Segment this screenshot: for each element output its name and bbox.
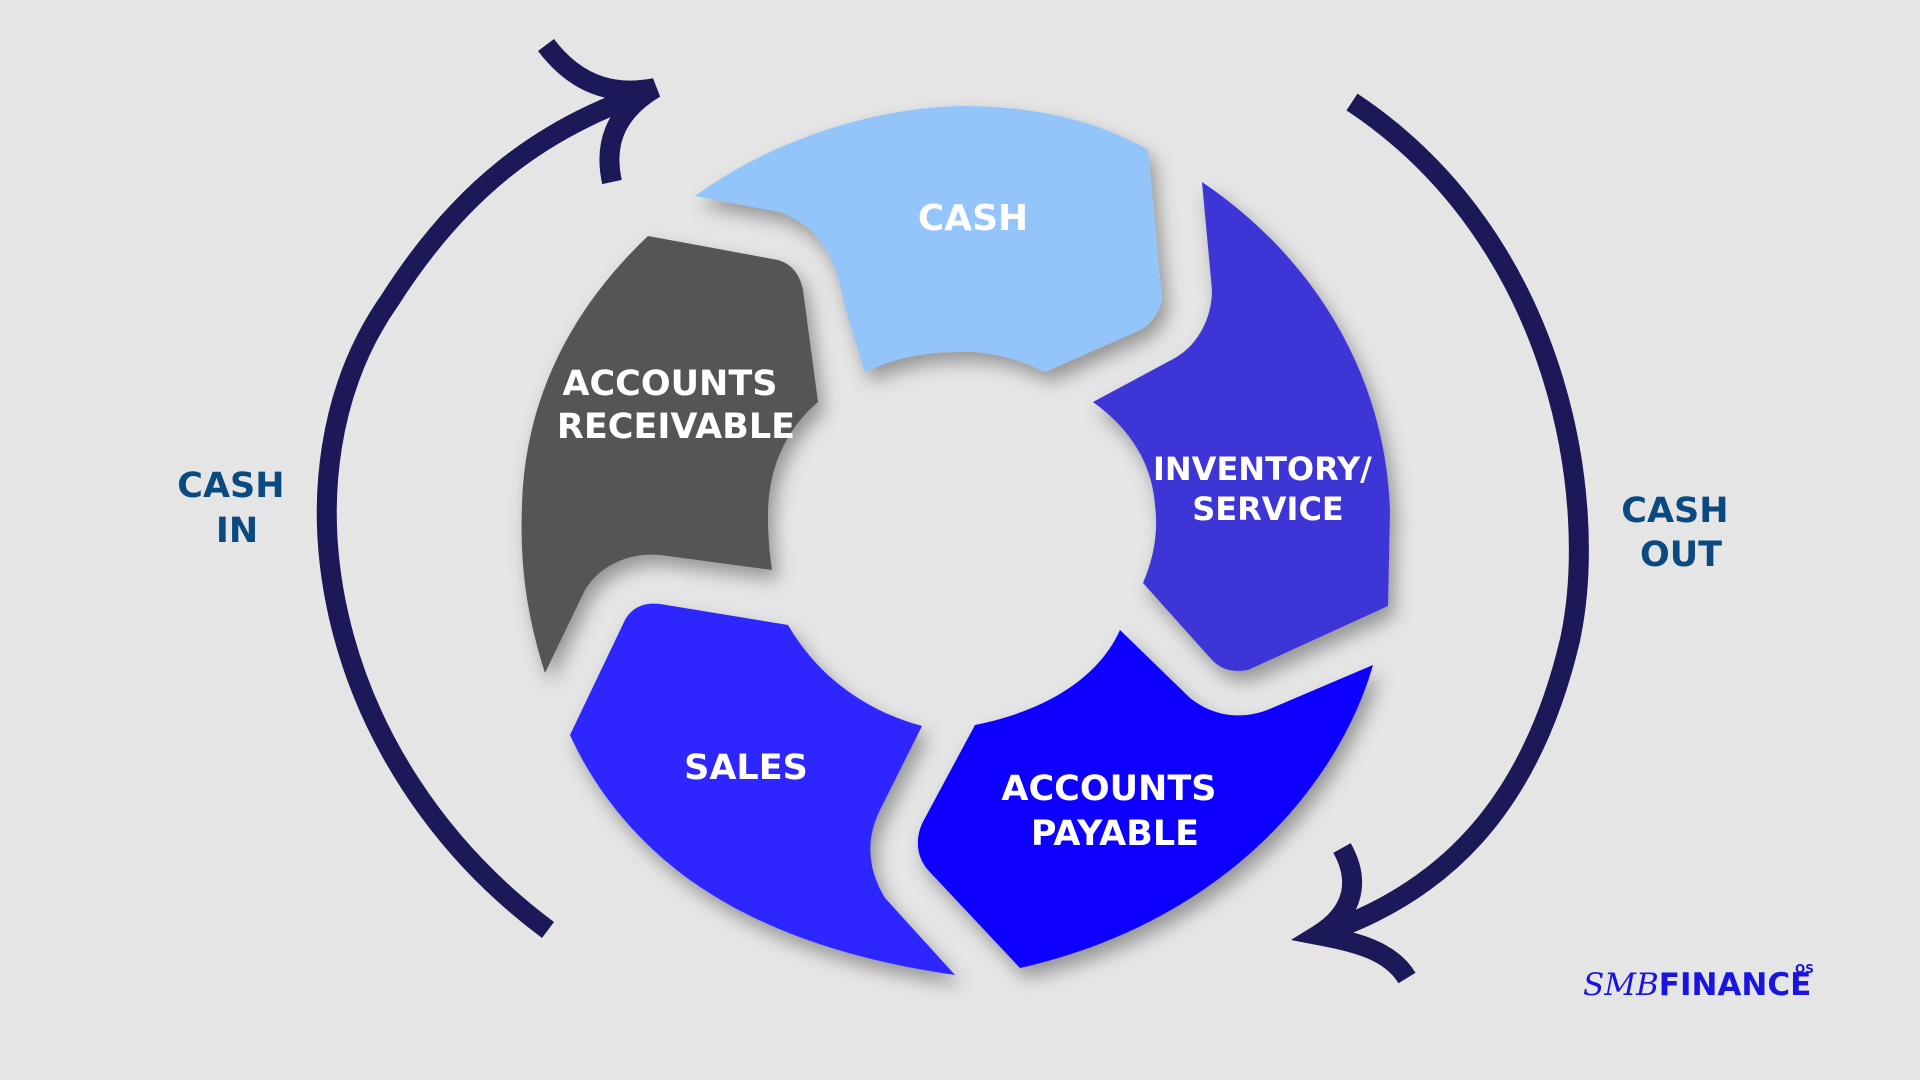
cash-in-arrow: [316, 38, 661, 939]
segment-sales: [570, 603, 955, 975]
segment-inventory: [1093, 182, 1390, 671]
label-receivable: ACCOUNTS RECEIVABLE: [557, 364, 795, 447]
segment-payable: [917, 630, 1373, 968]
svg-text:SMBFINANCE: SMBFINANCE: [1583, 967, 1811, 1003]
svg-text:OS: OS: [1795, 962, 1814, 976]
label-inventory: INVENTORY/ SERVICE: [1153, 450, 1383, 528]
cash-in-label: CASH IN: [177, 466, 296, 551]
cash-out-label: CASH OUT: [1621, 491, 1740, 575]
cash-out-arrow: [1290, 93, 1589, 984]
label-payable: ACCOUNTS PAYABLE: [1001, 769, 1228, 854]
brand-logo: SMBFINANCE OS: [1583, 962, 1814, 1003]
segment-receivable: [521, 236, 818, 673]
segment-cash: [695, 106, 1162, 372]
label-sales: SALES: [684, 748, 808, 788]
label-cash: CASH: [918, 198, 1028, 239]
